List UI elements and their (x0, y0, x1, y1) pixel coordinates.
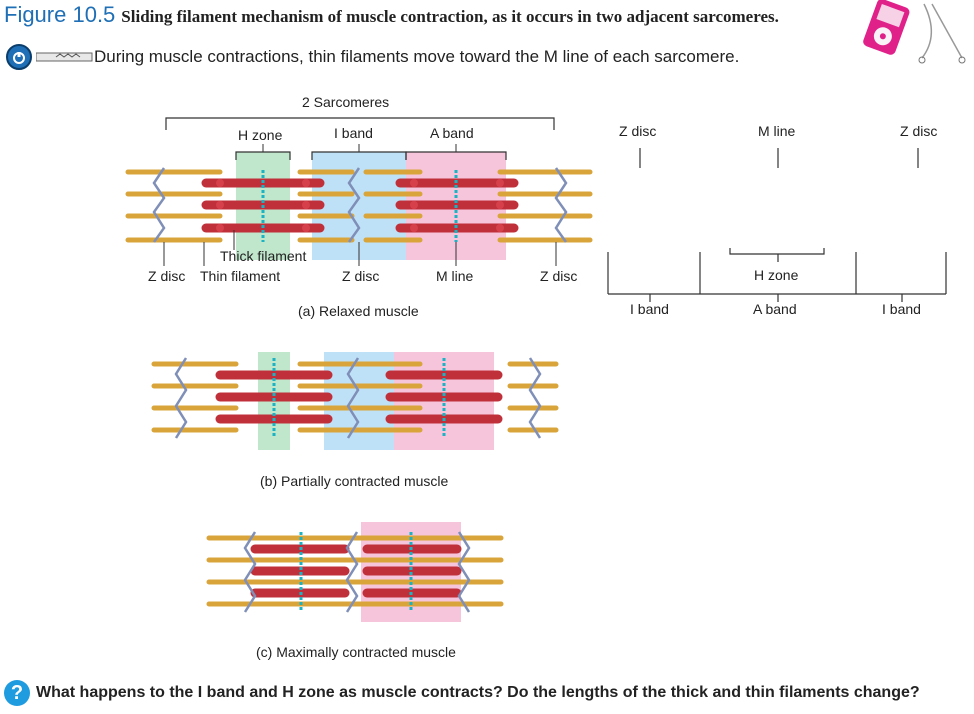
schematic-h-zone: H zone (754, 267, 799, 283)
schematic-i-band-right: I band (882, 301, 921, 317)
myosin-heads (216, 179, 504, 232)
question-text: What happens to the I band and H zone as… (36, 684, 920, 701)
question-row: ? What happens to the I band and H zone … (4, 680, 920, 706)
schematic-a-band: A band (753, 301, 797, 317)
m-line-label: M line (436, 268, 474, 284)
question-icon: ? (4, 680, 30, 706)
i-band-label: I band (334, 125, 373, 141)
partially-contracted-illustration (151, 352, 559, 450)
media-player-icon[interactable] (862, 0, 970, 71)
padlock-key-icon (6, 44, 32, 70)
schematic-i-band-left: I band (630, 301, 669, 317)
thin-filaments (125, 169, 593, 243)
z-disc-right-label: Z disc (540, 268, 578, 284)
caption-partial: (b) Partially contracted muscle (260, 473, 449, 489)
z-discs (152, 167, 568, 243)
z-disc-left-label: Z disc (148, 268, 186, 284)
figure-heading: Figure 10.5 Sliding filament mechanism of… (4, 2, 779, 28)
z-disc-mid-label: Z disc (342, 268, 380, 284)
m-lines (261, 170, 458, 242)
thick-filament-label: Thick filament (220, 248, 307, 264)
h-zone-label: H zone (238, 127, 283, 143)
caption-relaxed: (a) Relaxed muscle (298, 303, 419, 319)
figure-number: Figure 10.5 (4, 2, 116, 27)
sarcomeres-bracket (165, 117, 555, 130)
maximally-contracted-illustration (206, 522, 504, 622)
sarcomeres-label: 2 Sarcomeres (302, 94, 390, 110)
sarcomere-schematic (607, 148, 947, 302)
caption-maximal: (c) Maximally contracted muscle (256, 644, 456, 660)
figure-title: Sliding filament mechanism of muscle con… (121, 7, 779, 26)
a-band-label: A band (430, 125, 474, 141)
key-point-text: During muscle contractions, thin filamen… (94, 47, 740, 66)
key-point: During muscle contractions, thin filamen… (6, 44, 739, 70)
schematic-z-disc-right: Z disc (900, 123, 938, 139)
key-shaft-icon (36, 52, 93, 62)
schematic-z-disc-left: Z disc (619, 123, 657, 139)
thin-filament-label: Thin filament (200, 268, 281, 284)
schematic-m-line: M line (758, 123, 796, 139)
relaxed-muscle-illustration (125, 117, 593, 266)
